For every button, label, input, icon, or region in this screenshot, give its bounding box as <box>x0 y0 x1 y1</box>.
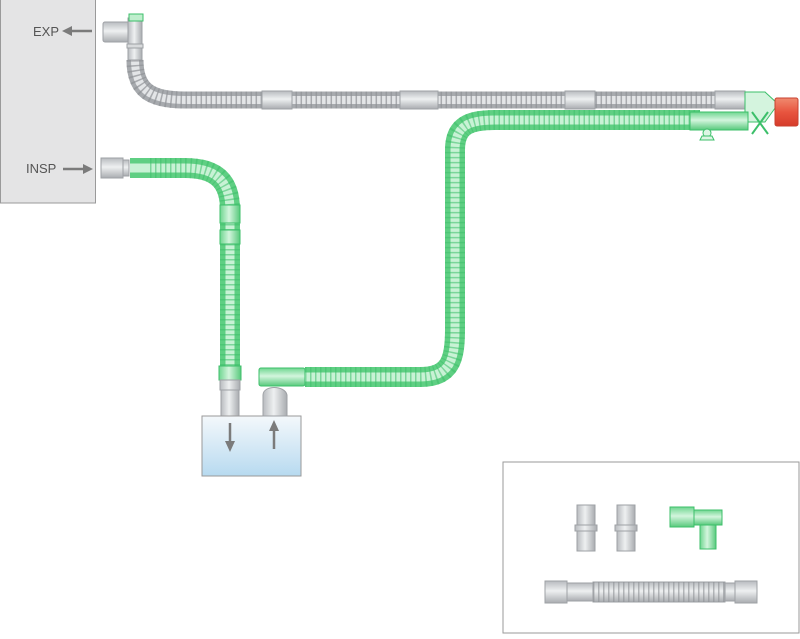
inspiratory-tube-2 <box>305 110 700 387</box>
expiratory-elbow-connector <box>102 13 144 61</box>
insp-arrow-icon <box>63 164 93 174</box>
humidifier-outlet <box>258 367 306 417</box>
accessories-box <box>502 461 800 634</box>
patient-wye <box>744 91 779 135</box>
extension-tube <box>544 580 758 604</box>
red-cap <box>774 97 799 127</box>
inspiratory-tube-1 <box>130 158 240 385</box>
exp-arrow-icon <box>62 26 92 36</box>
straight-connector <box>574 504 598 552</box>
t-connector <box>669 506 723 550</box>
temperature-port <box>699 128 715 141</box>
humidifier-chamber <box>201 415 302 477</box>
insp-label: INSP <box>26 161 57 176</box>
down-arrow-icon <box>225 423 235 452</box>
exp-label: EXP <box>33 24 60 39</box>
insp-connector <box>100 157 130 179</box>
straight-connector <box>614 504 638 552</box>
up-arrow-icon <box>269 420 279 449</box>
